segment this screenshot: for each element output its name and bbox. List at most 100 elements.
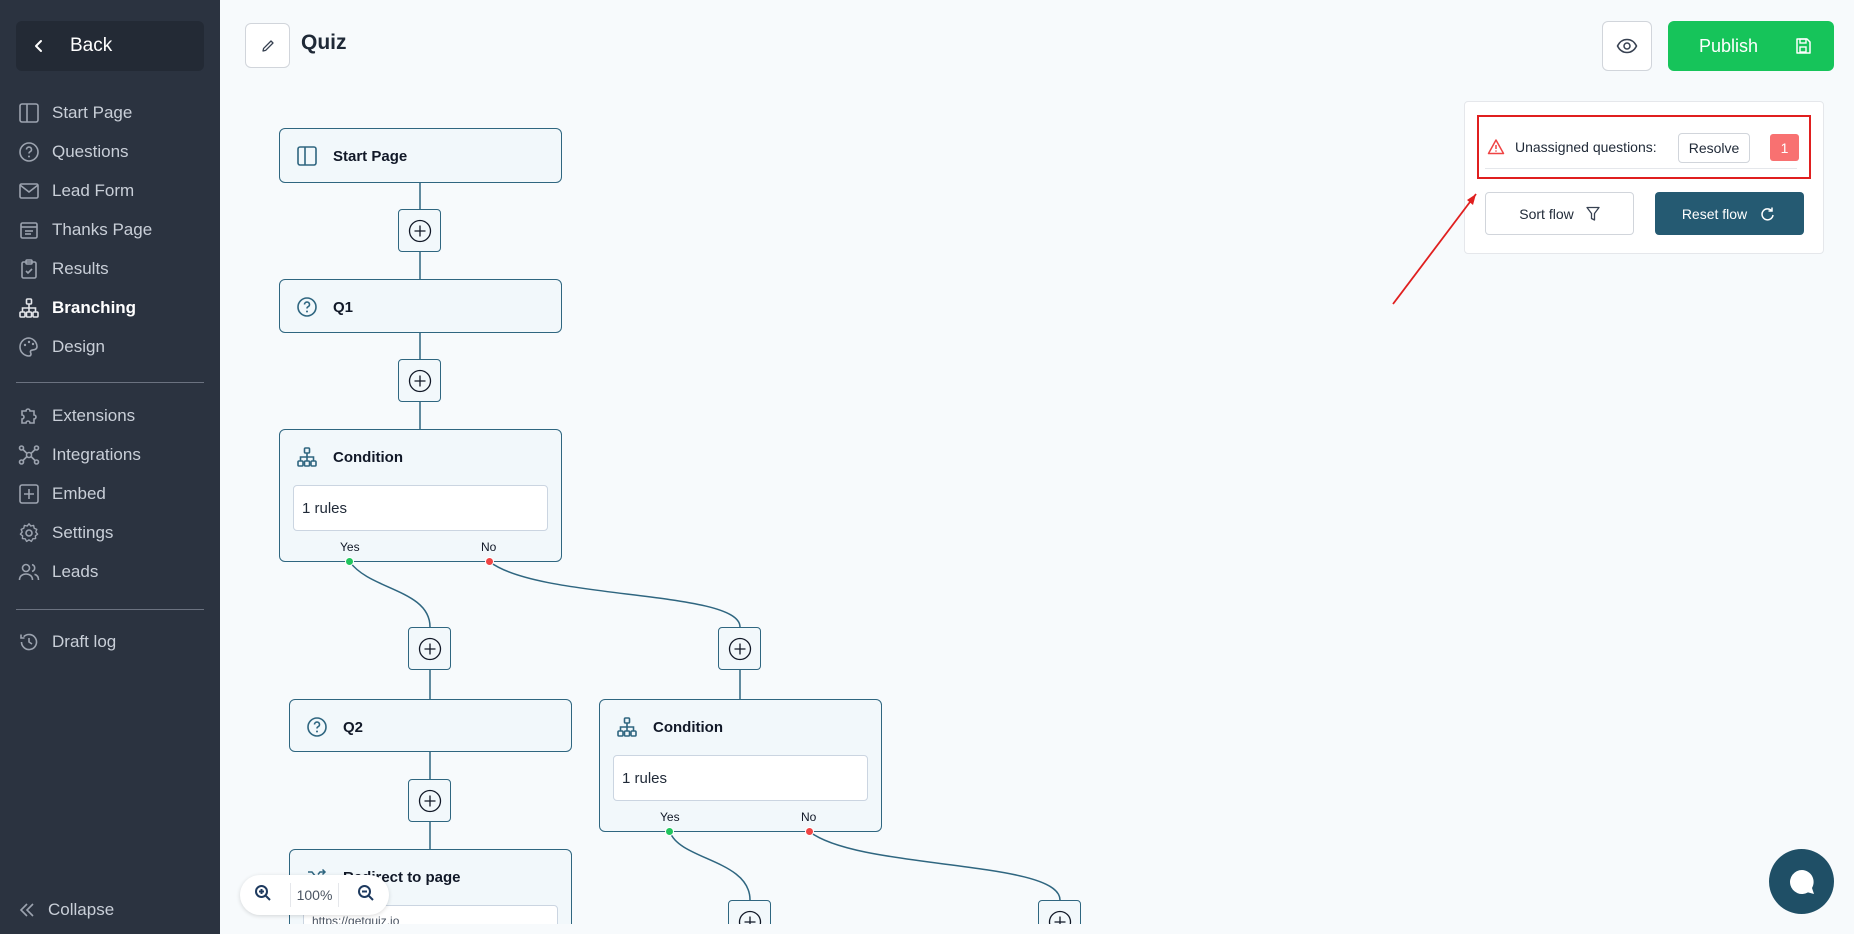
sidebar-item-leads[interactable]: Leads xyxy=(0,552,220,591)
resolve-button[interactable]: Resolve xyxy=(1678,133,1750,163)
publish-label: Publish xyxy=(1699,35,1759,56)
no-port[interactable] xyxy=(805,827,814,836)
yes-label: Yes xyxy=(660,810,680,824)
flow-node-q2[interactable]: Q2 xyxy=(289,699,572,752)
collapse-label: Collapse xyxy=(48,900,115,919)
node-header: Start Page xyxy=(296,129,407,183)
add-node-button[interactable] xyxy=(408,779,451,822)
plus-circle-icon xyxy=(408,219,431,242)
sidebar-item-embed[interactable]: Embed xyxy=(0,474,220,513)
sidebar-item-label: Design xyxy=(52,336,105,356)
no-port[interactable] xyxy=(485,557,494,566)
zoom-level: 100% xyxy=(289,883,340,907)
node-header: Condition xyxy=(296,430,403,484)
node-header: Q1 xyxy=(296,280,353,334)
add-node-button[interactable] xyxy=(398,359,441,402)
edit-title-button[interactable] xyxy=(245,23,290,68)
tertiary-nav: Draft log xyxy=(0,622,220,661)
puzzle-icon xyxy=(21,407,37,424)
sidebar-divider xyxy=(16,382,204,383)
unassigned-questions-row: Unassigned questions: Resolve 1 xyxy=(1477,115,1811,179)
clipboard-icon xyxy=(21,258,37,279)
node-label: Q1 xyxy=(333,298,354,316)
add-node-button[interactable] xyxy=(408,627,451,670)
sidebar-item-results[interactable]: Results xyxy=(0,249,220,288)
sidebar-item-questions[interactable]: Questions xyxy=(0,132,220,171)
flow-node-q1[interactable]: Q1 xyxy=(279,279,562,333)
question-icon xyxy=(297,297,317,317)
warning-icon xyxy=(1487,139,1505,155)
flow-node-start-page[interactable]: Start Page xyxy=(279,128,562,183)
panel-divider xyxy=(1485,168,1797,169)
add-node-button[interactable] xyxy=(718,627,761,670)
sidebar-item-label: Results xyxy=(52,258,109,278)
sidebar-item-label: Lead Form xyxy=(52,180,135,200)
annotation-arrow xyxy=(1392,193,1477,305)
yes-port[interactable] xyxy=(665,827,674,836)
secondary-nav: Extensions Integrations Embed Settings L… xyxy=(0,396,220,591)
publish-button[interactable]: Publish xyxy=(1668,21,1834,71)
node-label: Q2 xyxy=(343,718,364,736)
save-icon xyxy=(1796,38,1811,54)
filter-icon xyxy=(1586,206,1600,221)
add-node-button[interactable] xyxy=(1038,900,1081,924)
reset-flow-button[interactable]: Reset flow xyxy=(1655,192,1804,235)
collapse-button[interactable]: Collapse xyxy=(18,900,114,920)
back-label: Back xyxy=(70,35,113,56)
flow-node-condition[interactable]: Condition 1 rules Yes No xyxy=(279,429,562,566)
add-node-button[interactable] xyxy=(728,900,771,924)
plus-circle-icon xyxy=(418,637,441,660)
node-header: Q2 xyxy=(306,700,363,754)
history-icon xyxy=(20,633,38,650)
sidebar-item-branching[interactable]: Branching xyxy=(0,288,220,327)
plus-circle-icon xyxy=(738,910,761,924)
sidebar-item-label: Thanks Page xyxy=(52,219,153,239)
zoom-in-button[interactable] xyxy=(254,884,272,907)
plus-square-icon xyxy=(19,483,39,504)
branching-icon xyxy=(617,717,637,737)
chat-widget-button[interactable] xyxy=(1769,849,1834,914)
no-label: No xyxy=(801,810,817,824)
flow-node-condition[interactable]: Condition 1 rules Yes No xyxy=(599,699,882,836)
main-nav: Start Page Questions Lead Form Thanks Pa… xyxy=(0,93,220,366)
sidebar-item-label: Start Page xyxy=(52,102,133,122)
sidebar-item-integrations[interactable]: Integrations xyxy=(0,435,220,474)
flow-edges xyxy=(349,183,1061,901)
flow-canvas[interactable]: Start Page Q1 Condition 1 rules Yes No xyxy=(220,0,1854,924)
branching-icon xyxy=(19,297,39,318)
sidebar-item-start-page[interactable]: Start Page xyxy=(0,93,220,132)
rules-summary[interactable]: 1 rules xyxy=(293,485,548,531)
back-button[interactable]: Back xyxy=(16,21,204,71)
sidebar-divider xyxy=(16,609,204,610)
zoom-out-button[interactable] xyxy=(357,884,375,907)
sidebar-item-label: Embed xyxy=(52,483,106,503)
flow-control-panel: Unassigned questions: Resolve 1 Sort flo… xyxy=(1464,101,1824,254)
preview-button[interactable] xyxy=(1602,21,1652,71)
network-icon xyxy=(18,444,40,465)
sidebar-item-label: Draft log xyxy=(52,631,117,651)
sidebar-item-label: Settings xyxy=(52,522,114,542)
rules-summary[interactable]: 1 rules xyxy=(613,755,868,801)
unassigned-label: Unassigned questions: xyxy=(1515,139,1657,155)
sidebar-item-design[interactable]: Design xyxy=(0,327,220,366)
plus-circle-icon xyxy=(1048,910,1071,924)
unassigned-count-badge: 1 xyxy=(1770,134,1799,161)
yes-label: Yes xyxy=(340,540,360,554)
add-node-button[interactable] xyxy=(398,209,441,252)
sidebar-item-label: Integrations xyxy=(52,444,141,464)
layout-icon xyxy=(19,102,39,123)
sidebar-item-settings[interactable]: Settings xyxy=(0,513,220,552)
question-icon xyxy=(19,141,39,162)
eye-icon xyxy=(1616,38,1638,54)
zoom-out-icon xyxy=(358,884,374,901)
sort-flow-button[interactable]: Sort flow xyxy=(1485,192,1634,235)
sidebar-item-label: Leads xyxy=(52,561,99,581)
node-label: Condition xyxy=(333,448,403,466)
sidebar-item-lead-form[interactable]: Lead Form xyxy=(0,171,220,210)
sidebar-item-thanks-page[interactable]: Thanks Page xyxy=(0,210,220,249)
sidebar-item-draft-log[interactable]: Draft log xyxy=(0,622,220,661)
sidebar-item-extensions[interactable]: Extensions xyxy=(0,396,220,435)
yes-port[interactable] xyxy=(345,557,354,566)
refresh-icon xyxy=(1761,207,1774,221)
chat-icon xyxy=(1789,869,1814,894)
